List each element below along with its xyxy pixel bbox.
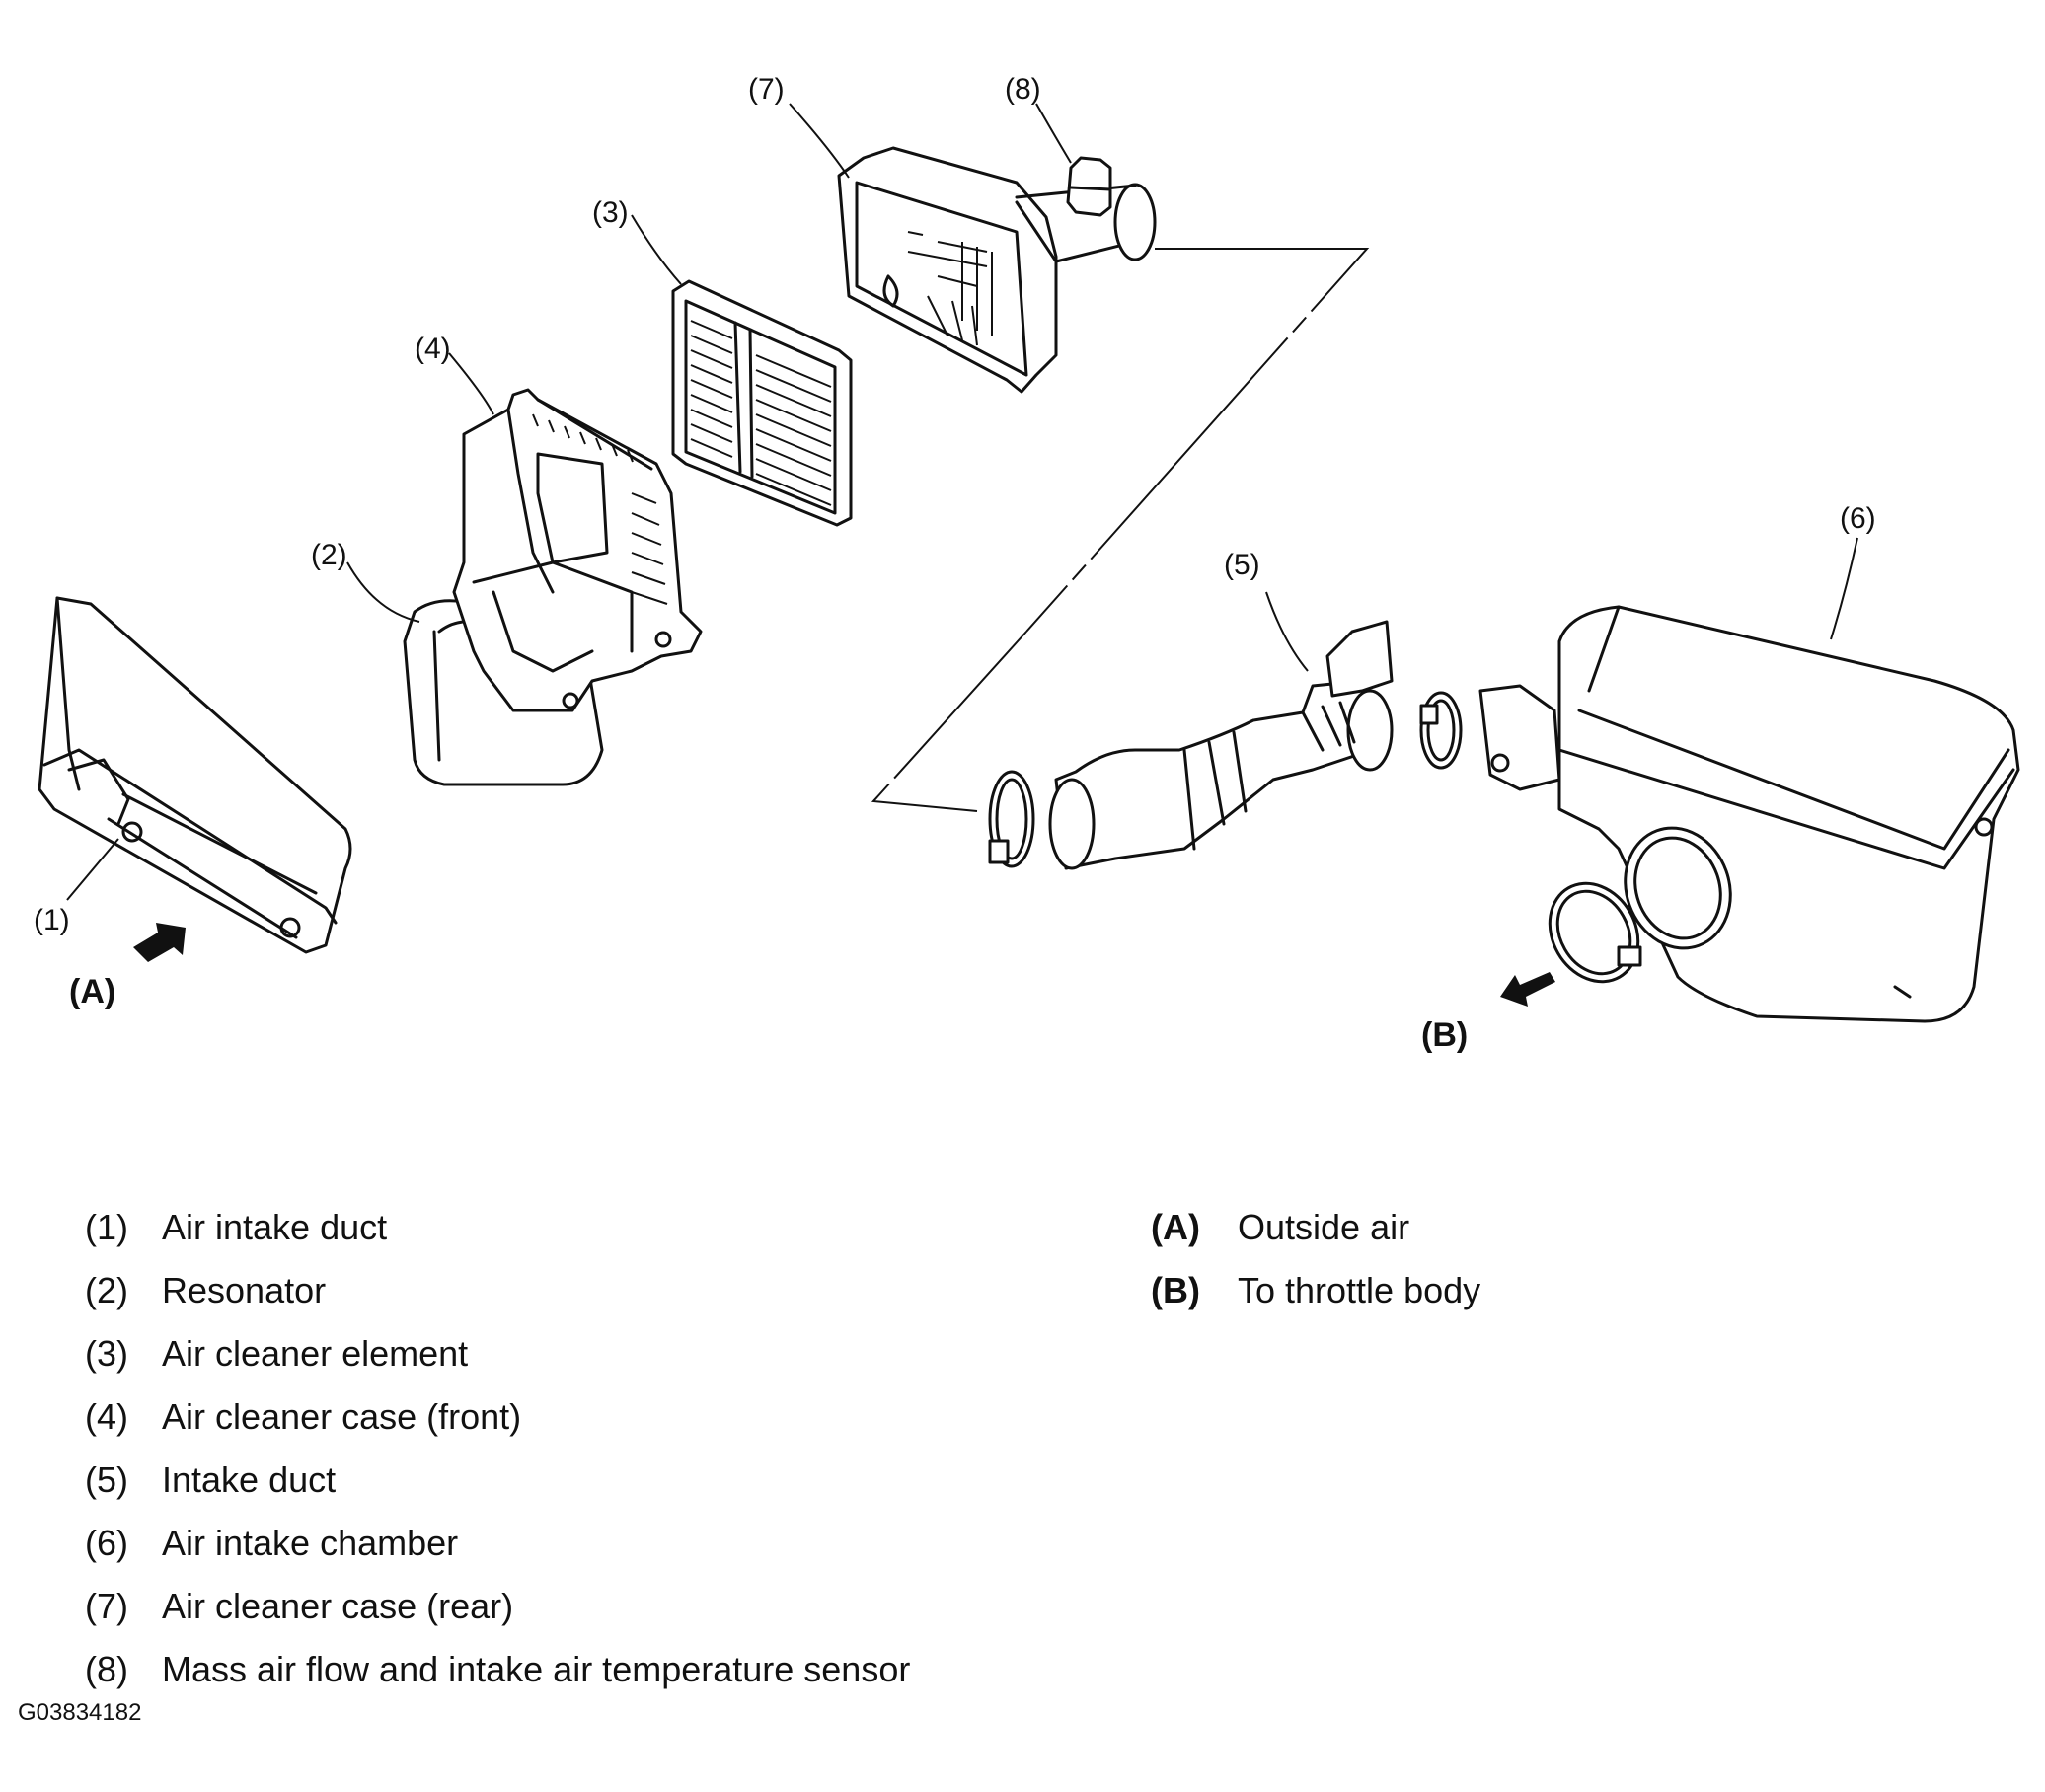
- legend-item-6: (6) Air intake chamber: [85, 1522, 458, 1565]
- legend-text: Air cleaner case (front): [162, 1396, 522, 1437]
- legend-text: Resonator: [162, 1270, 327, 1310]
- legend-text: Air intake chamber: [162, 1523, 459, 1563]
- legend-num: (1): [85, 1207, 128, 1247]
- legend-text: Intake duct: [162, 1459, 337, 1500]
- legend-text: Air cleaner element: [162, 1333, 469, 1374]
- air-cleaner-element: [671, 279, 853, 527]
- air-cleaner-case-front: [452, 388, 703, 712]
- clamp-middle: [1419, 691, 1463, 770]
- legend-num: (6): [85, 1523, 128, 1563]
- legend-item-1: (1) Air intake duct: [85, 1206, 387, 1249]
- legend-num: (4): [85, 1396, 128, 1437]
- indicator-lines: [871, 248, 1370, 812]
- element-pleats: [690, 320, 832, 506]
- clamp-left: [988, 770, 1035, 868]
- legend-num: (2): [85, 1270, 128, 1310]
- callout-1: (1): [34, 904, 70, 936]
- callout-3: (3): [592, 196, 629, 229]
- legend-item-2: (2) Resonator: [85, 1269, 326, 1312]
- legend-item-B: (B) To throttle body: [1151, 1269, 1480, 1312]
- legend-item-3: (3) Air cleaner element: [85, 1332, 468, 1376]
- air-intake-chamber: [1478, 605, 2020, 1023]
- legend-key: (A): [1151, 1207, 1200, 1247]
- callout-7: (7): [748, 73, 785, 106]
- legend-item-8: (8) Mass air flow and intake air temperat…: [85, 1648, 910, 1691]
- mass-air-flow-sensor: [1066, 156, 1112, 217]
- air-cleaner-case-rear: [837, 146, 1157, 394]
- arrow-to-throttle-body: [1500, 972, 1555, 1007]
- legend-num: (5): [85, 1459, 128, 1500]
- callout-6: (6): [1840, 502, 1876, 535]
- callout-2: (2): [311, 539, 347, 571]
- intake-duct: [1048, 620, 1394, 870]
- legend-num: (7): [85, 1586, 128, 1626]
- legend-item-5: (5) Intake duct: [85, 1458, 336, 1502]
- legend-item-4: (4) Air cleaner case (front): [85, 1395, 521, 1439]
- figure-id: G03834182: [18, 1699, 142, 1726]
- leader-lines: [66, 103, 1858, 901]
- arrow-outside-air: [133, 923, 186, 962]
- legend-key: (B): [1151, 1270, 1200, 1310]
- legend-text: Mass air flow and intake air temperature…: [162, 1649, 911, 1689]
- callout-B: (B): [1421, 1016, 1468, 1054]
- air-intake-duct: [38, 596, 352, 954]
- legend-item-7: (7) Air cleaner case (rear): [85, 1585, 513, 1628]
- callout-A: (A): [69, 973, 115, 1010]
- legend-text: To throttle body: [1238, 1270, 1481, 1310]
- legend-num: (8): [85, 1649, 128, 1689]
- callout-4: (4): [415, 333, 451, 365]
- clamp-right: [1548, 881, 1642, 984]
- legend-text: Air intake duct: [162, 1207, 388, 1247]
- callout-5: (5): [1224, 549, 1260, 581]
- legend-item-A: (A) Outside air: [1151, 1206, 1409, 1249]
- legend-num: (3): [85, 1333, 128, 1374]
- callout-8: (8): [1005, 73, 1041, 106]
- legend-text: Air cleaner case (rear): [162, 1586, 514, 1626]
- legend-text: Outside air: [1238, 1207, 1410, 1247]
